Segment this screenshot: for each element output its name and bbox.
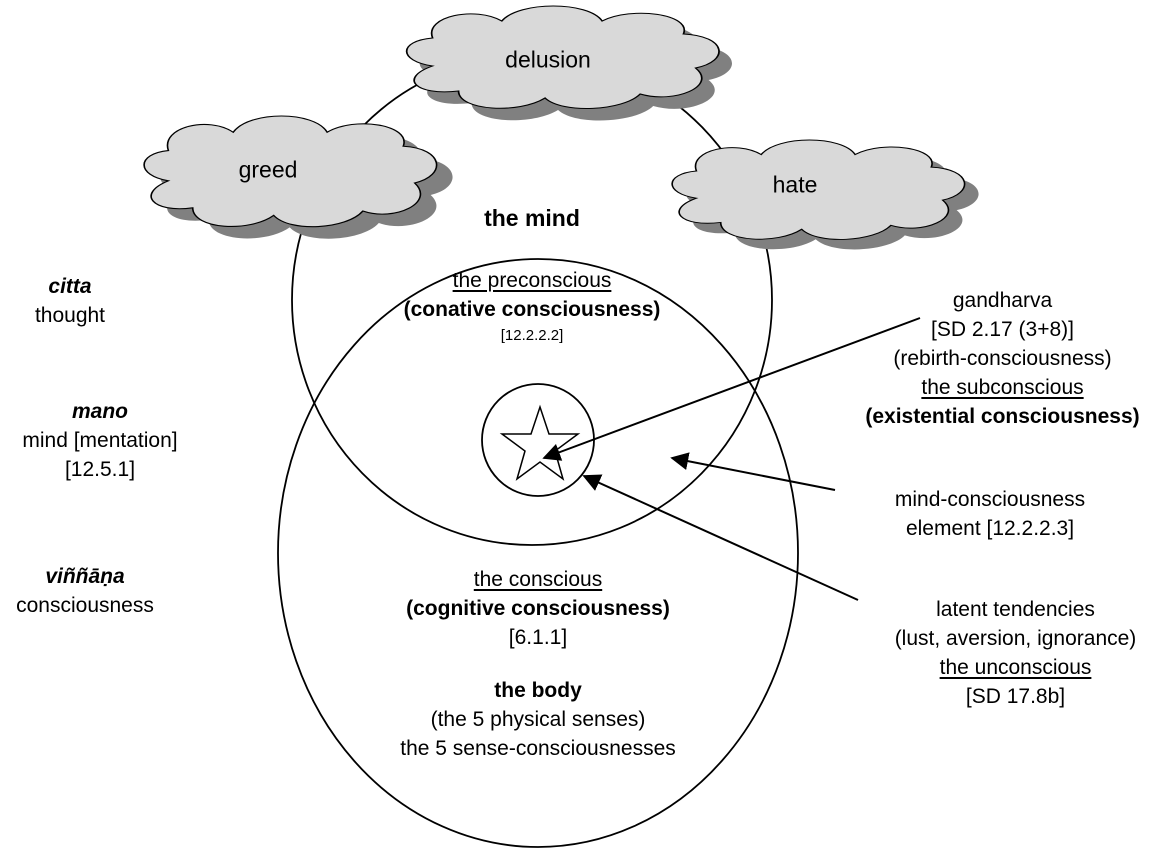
body-line1: (the 5 physical senses) xyxy=(430,708,646,731)
hate-label: hate xyxy=(772,171,818,198)
gandharva-block: gandharva [SD 2.17 (3+8)] (rebirth-consc… xyxy=(835,286,1170,431)
conscious-desc: (cognitive consciousness) xyxy=(406,597,670,620)
vinnana-block: viññāṇa consciousness xyxy=(0,562,170,620)
body-title: the body xyxy=(494,679,582,702)
vinnana-term: viññāṇa xyxy=(45,565,125,588)
conscious-ref: [6.1.1] xyxy=(508,626,568,649)
mano-term: mano xyxy=(71,400,128,423)
latent-line4: [SD 17.8b] xyxy=(965,685,1066,708)
inner-circle xyxy=(481,383,595,497)
preconscious-title: the preconscious xyxy=(452,269,612,292)
gandharva-line3: (rebirth-consciousness) xyxy=(893,347,1112,370)
star-icon xyxy=(499,404,581,481)
arrow-gandharva xyxy=(542,317,921,461)
greed-label: greed xyxy=(238,156,298,183)
gandharva-line2: [SD 2.17 (3+8)] xyxy=(931,318,1074,341)
conscious-block: the conscious (cognitive consciousness) … xyxy=(388,565,688,652)
mind-consciousness-line1: mind-consciousness xyxy=(894,488,1086,511)
mano-ref: [12.5.1] xyxy=(64,458,136,481)
mind-title: the mind xyxy=(484,205,580,231)
preconscious-desc: (conative consciousness) xyxy=(403,298,661,321)
body-line2: the 5 sense-consciousnesses xyxy=(400,737,676,760)
preconscious-ref: [12.2.2.2] xyxy=(500,327,564,344)
gandharva-line5: (existential consciousness) xyxy=(865,405,1140,428)
latent-block: latent tendencies (lust, aversion, ignor… xyxy=(858,595,1173,711)
gandharva-line1: gandharva xyxy=(952,289,1053,312)
body-circle xyxy=(277,258,799,848)
greed-cloud xyxy=(143,115,453,239)
citta-term: citta xyxy=(48,275,92,298)
vinnana-gloss: consciousness xyxy=(16,594,154,617)
citta-gloss: thought xyxy=(34,304,106,327)
latent-line3: the unconscious xyxy=(939,656,1092,679)
delusion-label: delusion xyxy=(505,46,591,73)
gandharva-line4: the subconscious xyxy=(921,376,1084,399)
latent-line2: (lust, aversion, ignorance) xyxy=(894,627,1137,650)
mano-gloss: mind [mentation] xyxy=(22,429,178,452)
mind-consciousness-line2: element [12.2.2.3] xyxy=(905,517,1075,540)
citta-block: citta thought xyxy=(0,272,140,330)
mind-consciousness-block: mind-consciousness element [12.2.2.3] xyxy=(860,485,1120,543)
arrow-latent xyxy=(582,474,859,601)
arrow-mind-consciousness xyxy=(670,452,836,491)
mano-block: mano mind [mentation] [12.5.1] xyxy=(0,397,200,484)
conscious-title: the conscious xyxy=(473,568,603,591)
body-block: the body (the 5 physical senses) the 5 s… xyxy=(378,676,698,763)
preconscious-block: the preconscious (conative consciousness… xyxy=(382,266,682,348)
hate-cloud xyxy=(671,139,979,250)
latent-line1: latent tendencies xyxy=(936,598,1095,621)
